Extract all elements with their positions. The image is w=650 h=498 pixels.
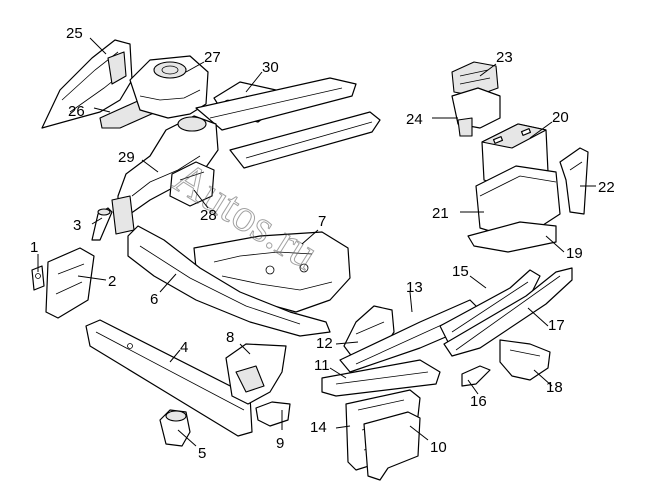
part-9-small-bracket <box>255 401 291 427</box>
part-2-bracket-plate <box>45 247 95 319</box>
callout-26: 26 <box>68 103 85 120</box>
callout-12: 12 <box>316 335 333 352</box>
part-19-base-plate <box>467 221 557 253</box>
part-11-crossmember <box>321 359 441 397</box>
callout-25: 25 <box>66 25 83 42</box>
callout-7: 7 <box>318 213 326 230</box>
part-24-support <box>451 87 501 137</box>
part-5-mount <box>159 409 191 447</box>
part-4-side-sill <box>85 319 253 437</box>
callout-8: 8 <box>226 329 234 346</box>
callout-labels: 1 2 3 4 5 6 7 8 9 10 11 12 13 14 15 16 1… <box>30 25 615 462</box>
callout-24: 24 <box>406 111 423 128</box>
upper-inner-rail <box>195 77 381 169</box>
part-21-battery-tray <box>475 165 561 241</box>
callout-11: 11 <box>314 357 330 374</box>
callout-29: 29 <box>118 149 135 166</box>
callout-18: 18 <box>546 379 563 396</box>
part-27-suspension-tower <box>129 55 209 119</box>
callout-13: 13 <box>406 279 423 296</box>
callout-14: 14 <box>310 419 327 436</box>
part-22-bracket <box>559 147 589 215</box>
callout-17: 17 <box>548 317 565 334</box>
callout-6: 6 <box>150 291 158 308</box>
callout-30: 30 <box>262 59 279 76</box>
callout-19: 19 <box>566 245 583 262</box>
callout-5: 5 <box>198 445 206 462</box>
part-6-sill-support <box>127 225 331 337</box>
callout-2: 2 <box>108 273 116 290</box>
callout-23: 23 <box>496 49 513 66</box>
callout-27: 27 <box>204 49 221 66</box>
part-17-rear-long-rail <box>443 267 573 357</box>
part-8-bracket <box>225 343 287 405</box>
callout-9: 9 <box>276 435 284 452</box>
part-1-clip <box>31 265 45 291</box>
callout-3: 3 <box>73 217 81 234</box>
part-10-box-member <box>363 411 421 481</box>
callout-21: 21 <box>432 205 449 222</box>
callout-20: 20 <box>552 109 569 126</box>
callout-10: 10 <box>430 439 447 456</box>
callout-16: 16 <box>470 393 487 410</box>
callout-4: 4 <box>180 339 188 356</box>
callout-28: 28 <box>200 207 217 224</box>
callout-leaders <box>37 37 596 447</box>
part-28-bracket <box>169 161 215 207</box>
part-23-top-cover <box>451 61 499 97</box>
callout-22: 22 <box>598 179 615 196</box>
part-25-fender-panel <box>41 39 133 129</box>
part-3-pin <box>91 207 113 241</box>
part-16-small-bracket <box>461 365 491 387</box>
part-18-bracket-box <box>499 339 551 381</box>
callout-15: 15 <box>452 263 469 280</box>
callout-1: 1 <box>30 239 38 256</box>
part-29-front-subframe <box>111 115 219 235</box>
